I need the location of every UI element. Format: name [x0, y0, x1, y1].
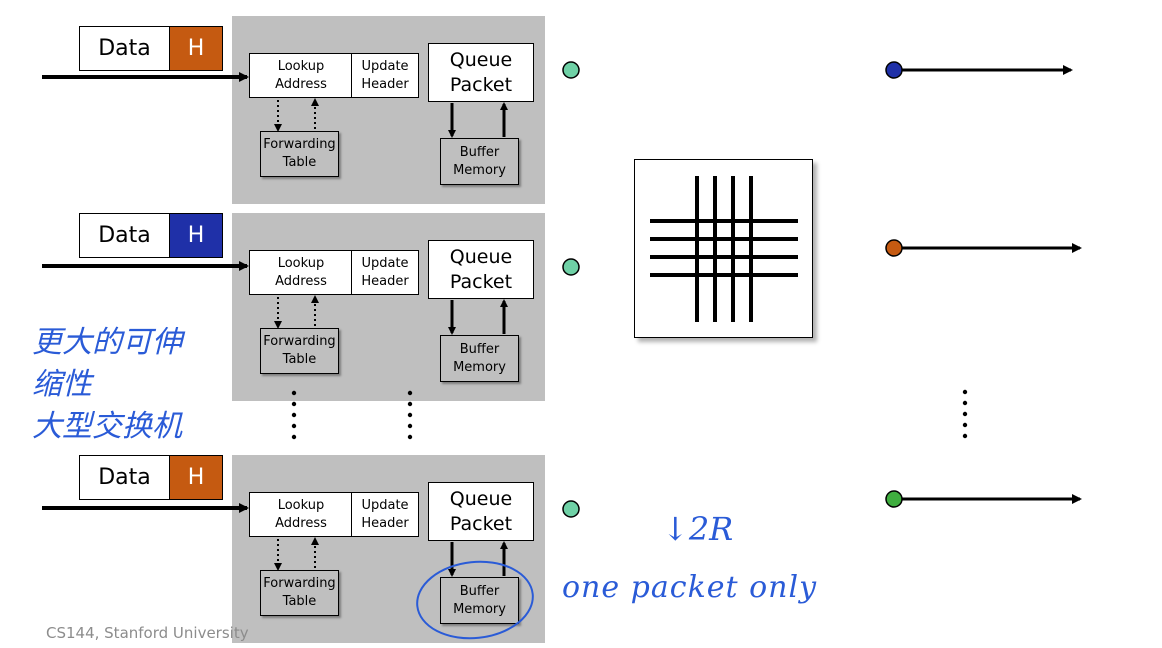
card-1-lookup-address: Lookup Address: [249, 53, 353, 98]
card-3-update-header: Update Header: [351, 492, 419, 537]
card-1-queue-packet: Queue Packet: [428, 43, 534, 102]
card-3-queue-packet: Queue Packet: [428, 482, 534, 541]
handwritten-chinese-note: 更大的可伸 缩性 大型交换机: [32, 325, 182, 444]
ellipsis-middle: [407, 390, 413, 440]
card-1-forwarding-table: Forwarding Table: [260, 131, 339, 177]
ellipsis-right: [962, 389, 968, 439]
packet-3: Data H: [79, 455, 223, 500]
crossbar-grid: [650, 176, 798, 322]
input-port-dot-2: [562, 258, 580, 276]
packet-3-header: H: [170, 456, 222, 499]
card-2-queue-packet: Queue Packet: [428, 240, 534, 299]
card-1-buffer-memory: Buffer Memory: [440, 138, 519, 185]
card-2-forwarding-table: Forwarding Table: [260, 328, 339, 374]
packet-2-header: H: [170, 214, 222, 257]
footer-credit: CS144, Stanford University: [46, 624, 249, 642]
handwritten-packet-note: one packet only: [562, 570, 818, 605]
packet-2-data: Data: [80, 214, 170, 257]
handwritten-rate-note: ↓2R: [662, 510, 734, 548]
crossbar-switch: [634, 159, 813, 338]
handwritten-circle: [416, 560, 534, 640]
output-port-dot-3: [885, 490, 903, 508]
packet-2: Data H: [79, 213, 223, 258]
input-port-dot-1: [562, 61, 580, 79]
input-port-dot-3: [562, 500, 580, 518]
card-1-update-header: Update Header: [351, 53, 419, 98]
card-3-lookup-address: Lookup Address: [249, 492, 353, 537]
card-2-lookup-address: Lookup Address: [249, 250, 353, 295]
card-3-forwarding-table: Forwarding Table: [260, 570, 339, 616]
packet-3-data: Data: [80, 456, 170, 499]
packet-1-data: Data: [80, 27, 170, 70]
card-2-update-header: Update Header: [351, 250, 419, 295]
packet-1-header: H: [170, 27, 222, 70]
card-2-buffer-memory: Buffer Memory: [440, 335, 519, 382]
card-3-buffer-memory: Buffer Memory: [440, 577, 519, 624]
ellipsis-left: [291, 390, 297, 440]
output-port-dot-2: [885, 239, 903, 257]
packet-1: Data H: [79, 26, 223, 71]
output-port-dot-1: [885, 61, 903, 79]
